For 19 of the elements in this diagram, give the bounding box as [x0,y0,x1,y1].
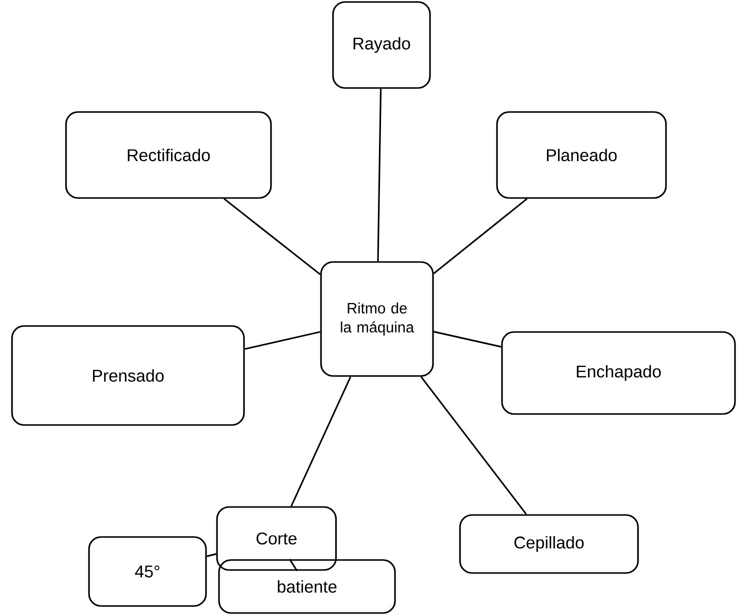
process-box: Rectificado [65,111,272,199]
connector-line [434,330,502,348]
process-box: 45° [88,536,207,607]
connector-line [288,558,298,572]
connector-line [290,376,352,507]
connector-line [420,376,527,515]
connector-line [206,553,216,558]
process-box: Planeado [496,111,667,199]
process-box: Enchapado [501,331,736,415]
process-box: Ritmo de la máquina [320,261,434,377]
process-box: Rayado [332,1,431,89]
connector-line [244,331,320,350]
connector-line [377,88,382,262]
process-box: Corte [216,506,337,571]
connector-line [224,198,321,276]
process-box: batiente [218,559,396,614]
connector-line [433,198,528,274]
process-box: Cepillado [459,514,639,574]
process-box: Prensado [11,325,245,426]
